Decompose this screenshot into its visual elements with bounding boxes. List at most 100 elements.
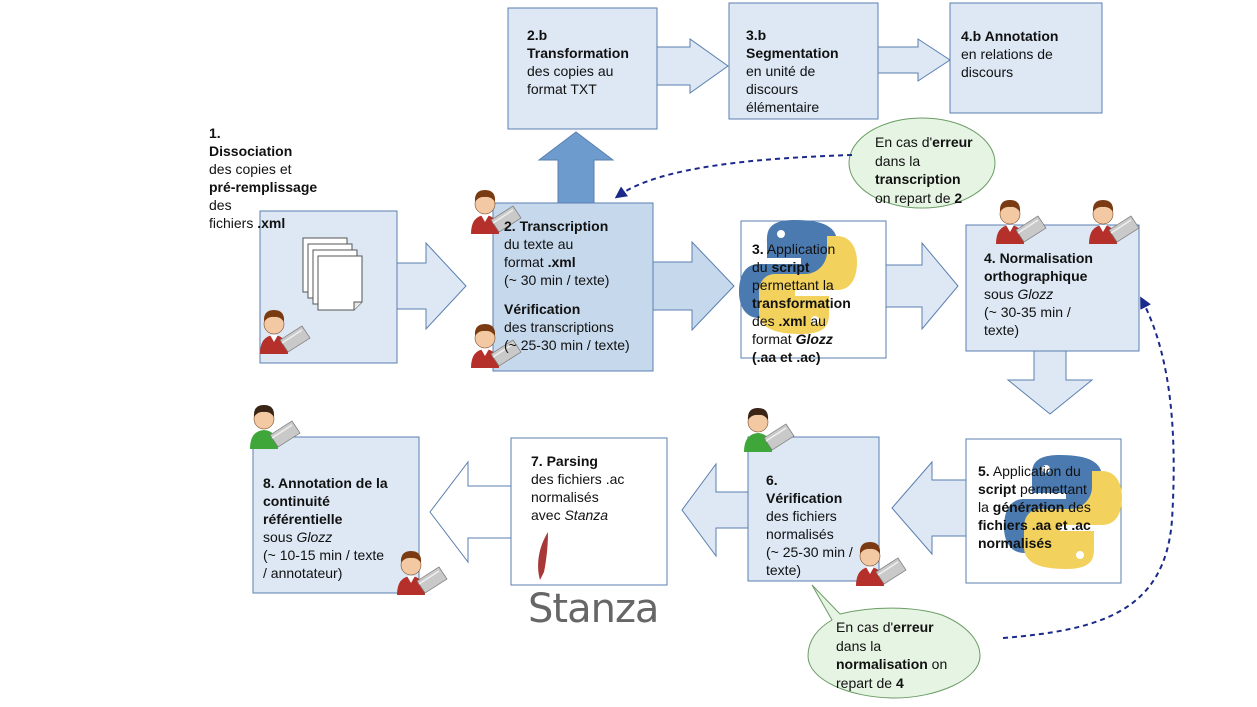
bubble-top-l4a: on repart de <box>875 189 955 206</box>
step7-text: 7. Parsing des fichiers .ac normalisés a… <box>531 452 661 524</box>
step2-text: 2. Transcription du texte au format .xml… <box>504 217 649 354</box>
box-step-6 <box>747 436 880 582</box>
step8-title1: 8. Annotation de la <box>263 475 388 491</box>
step3-num: 3. <box>752 241 764 257</box>
step3b-line3: élémentaire <box>746 99 820 115</box>
python-logo-icon <box>739 220 857 334</box>
bubble-top-l2: dans la <box>875 152 921 169</box>
step3-l3: permettant la <box>752 277 834 293</box>
step3-l2a: du <box>752 259 772 275</box>
stanza-logo-text: Stanza <box>528 586 659 632</box>
box-step-2 <box>492 202 654 372</box>
bubble-bottom-l3b: on <box>927 656 948 672</box>
bubble-bottom-l4a: repart de <box>836 674 896 691</box>
step2-verif1: des transcriptions <box>504 319 614 335</box>
step2b-line2: format TXT <box>527 81 597 97</box>
bubble-bottom-l2: dans la <box>836 637 882 654</box>
step4b-title: 4.b Annotation <box>961 28 1059 44</box>
step8-l3: / annotateur) <box>263 565 343 581</box>
box-step-4b <box>949 2 1103 114</box>
step4-title2: orthographique <box>984 268 1088 284</box>
bubble-top-l1b: erreur <box>932 134 973 150</box>
step5-text: 5. Application du script permettant la g… <box>978 462 1118 552</box>
step1-title: Dissociation <box>209 143 293 159</box>
step4b-text: 4.b Annotation en relations de discours <box>961 27 1079 81</box>
stanza-logo: Stanza <box>528 528 666 632</box>
step1-line4b: .xml <box>257 215 286 231</box>
bubble-bottom-text: En cas d'erreur dans la normalisation on… <box>836 618 976 692</box>
step4b-line2: discours <box>961 64 1014 80</box>
arrow-2b-to-3b <box>651 38 729 94</box>
step8-text: 8. Annotation de la continuité référenti… <box>263 474 413 582</box>
step2b-text: 2.b Transformation des copies au format … <box>527 26 653 98</box>
step6-l1: des fichiers <box>766 508 837 524</box>
step5-l3c: des <box>1064 499 1091 515</box>
step4-l1a: sous <box>984 286 1018 302</box>
step6-l2: normalisés <box>766 526 834 542</box>
arrow-1-to-2 <box>385 241 467 331</box>
step1-bold2: pré-remplissage <box>209 179 318 195</box>
step1-text: 1. Dissociation des copies et pré-rempli… <box>209 124 327 232</box>
step5-l3a: la <box>978 499 993 515</box>
step3b-num: 3.b <box>746 27 767 43</box>
bubble-bottom-l1a: En cas d' <box>836 619 894 635</box>
step6-l4: texte) <box>766 562 802 578</box>
box-step-4 <box>965 224 1140 352</box>
arrow-6-to-7 <box>681 462 753 558</box>
step8-title3: référentielle <box>263 511 343 527</box>
step3-l7: (.aa et .ac) <box>752 349 821 365</box>
arrow-2-to-3 <box>651 240 735 332</box>
bubble-top-l4b: 2 <box>954 189 963 206</box>
green-person-with-laptop-icon <box>744 408 795 452</box>
arrow-2-to-2b <box>537 131 615 204</box>
bubble-top-l1a: En cas d' <box>875 134 933 150</box>
arrow-3-to-4 <box>881 241 959 331</box>
bubble-top-l3: transcription <box>875 171 961 187</box>
step5-l1: Application du <box>992 463 1081 479</box>
step7-title: 7. Parsing <box>531 453 598 469</box>
bubble-bottom-l4b: 4 <box>895 674 904 691</box>
box-step-2b <box>507 7 658 130</box>
step7-l1: des fichiers .ac <box>531 471 625 487</box>
step3-l5b: .xml <box>778 313 807 329</box>
step2-title: Transcription <box>519 218 609 234</box>
box-step-7 <box>510 437 668 586</box>
step3-text: 3. Application du script permettant la t… <box>752 240 872 366</box>
dashed-arrow-retry-transcription <box>614 154 853 199</box>
stanza-feather-icon <box>538 532 548 580</box>
step2-verif-title: Vérification <box>504 301 581 317</box>
step2-line3: (~ 30 min / texte) <box>504 272 610 288</box>
arrow-5-to-6 <box>891 460 969 556</box>
step3-l6b: Glozz <box>795 331 833 347</box>
step3-l2b: script <box>771 259 810 275</box>
step2-verif2: (~ 25-30 min / texte) <box>504 337 630 353</box>
step6-title: Vérification <box>766 490 843 506</box>
step1-line1: des copies et <box>209 161 292 177</box>
python-logo-icon <box>1004 455 1122 569</box>
step1-number: 1. <box>209 125 221 141</box>
step7-l3a: avec <box>531 507 565 523</box>
step2-line2b: .xml <box>547 254 576 270</box>
step4-title1: 4. Normalisation <box>984 250 1093 266</box>
step3b-line2: discours <box>746 81 799 97</box>
step2b-num: 2.b <box>527 27 548 43</box>
step5-l2a: script <box>978 481 1017 497</box>
step3b-text: 3.b Segmentation en unité de discours él… <box>746 26 862 116</box>
step5-num: 5. <box>978 463 990 479</box>
bubble-bottom-l3a: normalisation <box>836 656 928 672</box>
step6-num: 6. <box>766 472 778 488</box>
step2-line1: du texte au <box>504 236 574 252</box>
arrow-4-to-5 <box>1006 349 1094 415</box>
box-step-8 <box>252 436 420 594</box>
step4-l2: (~ 30-35 min / <box>984 304 1071 320</box>
step2b-line1: des copies au <box>527 63 614 79</box>
step4-l3: texte) <box>984 322 1020 338</box>
step6-l3: (~ 25-30 min / <box>766 544 853 560</box>
step5-l5: normalisés <box>978 535 1052 551</box>
green-person-with-laptop-icon <box>250 405 301 449</box>
step3-l6a: format <box>752 331 796 347</box>
step8-l1a: sous <box>263 529 297 545</box>
step3b-line1: en unité de <box>746 63 816 79</box>
step7-l2: normalisés <box>531 489 599 505</box>
